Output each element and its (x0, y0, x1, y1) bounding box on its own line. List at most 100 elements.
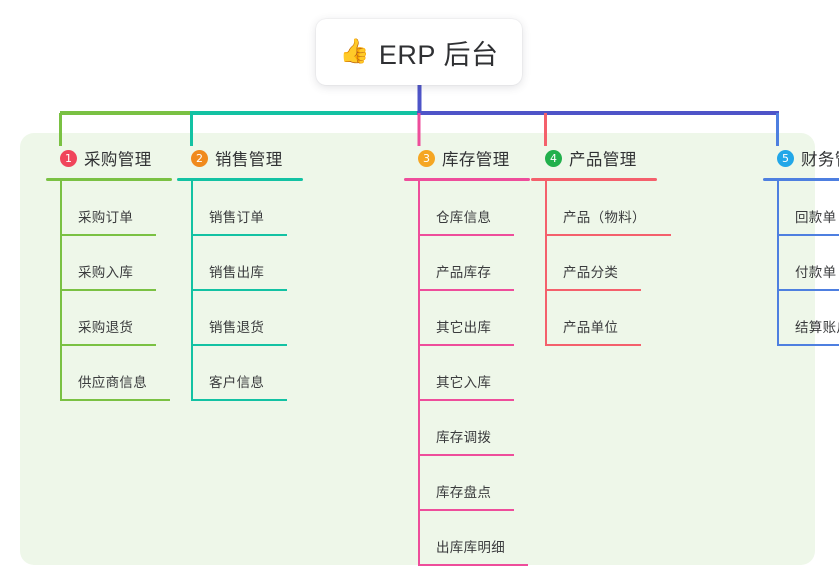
root-node-label: 👍 ERP 后台 (340, 33, 499, 72)
leaf-item[interactable]: 结算账户 (777, 291, 839, 346)
branch-items-1: 采购订单采购入库采购退货供应商信息 (46, 181, 172, 401)
leaf-item[interactable]: 出库库明细 (418, 511, 530, 566)
leaf-item-underline (545, 344, 641, 346)
leaf-item-label: 仓库信息 (436, 210, 492, 225)
leaf-item-underline (777, 234, 839, 236)
leaf-item-underline (191, 344, 287, 346)
leaf-item-label: 采购退货 (78, 320, 134, 335)
branch-trunk-3 (418, 181, 420, 566)
thumbs-up-icon: 👍 (339, 38, 370, 65)
branch-trunk-1 (60, 181, 62, 401)
branch-items-4: 产品（物料） 产品分类产品单位 (531, 181, 671, 346)
root-node[interactable]: 👍 ERP 后台 (316, 19, 522, 85)
leaf-item-label: 出库库明细 (436, 540, 505, 555)
branch-badge-1: 1 (60, 149, 77, 167)
leaf-item-underline (418, 399, 514, 401)
leaf-item[interactable]: 产品（物料） (545, 181, 671, 236)
leaf-item-label: 采购入库 (78, 265, 134, 280)
branch-title-5: 财务管理 (801, 151, 839, 169)
leaf-item-underline (418, 509, 514, 511)
branch-badge-2: 2 (191, 149, 208, 167)
leaf-item[interactable]: 采购退货 (60, 291, 172, 346)
branch-trunk-5 (777, 181, 779, 346)
leaf-item-label: 产品（物料） (563, 210, 646, 225)
leaf-item-underline (545, 289, 641, 291)
leaf-item-underline (60, 289, 156, 291)
leaf-item[interactable]: 采购入库 (60, 236, 172, 291)
leaf-item-underline (777, 289, 839, 291)
leaf-item-label: 销售出库 (209, 265, 265, 280)
branch-header-1[interactable]: 1 采购管理 (46, 146, 172, 170)
branch-column-5: 5 财务管理回款单付款单结算账户 (763, 146, 839, 346)
leaf-item-label: 采购订单 (78, 210, 134, 225)
leaf-item-underline (418, 234, 514, 236)
leaf-item[interactable]: 回款单 (777, 181, 839, 236)
leaf-item[interactable]: 采购订单 (60, 181, 172, 236)
leaf-item[interactable]: 付款单 (777, 236, 839, 291)
branch-column-3: 3 库存管理仓库信息产品库存其它出库其它入库库存调拨库存盘点出库库明细 (404, 146, 530, 566)
leaf-item-underline (191, 289, 287, 291)
leaf-item-underline (60, 344, 156, 346)
branch-items-2: 销售订单销售出库销售退货客户信息 (177, 181, 303, 401)
leaf-item[interactable]: 产品分类 (545, 236, 657, 291)
leaf-item[interactable]: 客户信息 (191, 346, 303, 401)
branch-rule-2 (177, 178, 303, 181)
branch-trunk-2 (191, 181, 193, 401)
leaf-item-label: 库存调拨 (436, 430, 492, 445)
branch-rule-1 (46, 178, 172, 181)
leaf-item[interactable]: 销售退货 (191, 291, 303, 346)
branch-title-4: 产品管理 (569, 151, 637, 169)
branch-trunk-4 (545, 181, 547, 346)
branch-badge-5: 5 (777, 149, 794, 167)
leaf-item[interactable]: 仓库信息 (418, 181, 530, 236)
leaf-item[interactable]: 库存调拨 (418, 401, 530, 456)
leaf-item-underline (191, 234, 287, 236)
leaf-item[interactable]: 库存盘点 (418, 456, 530, 511)
leaf-item[interactable]: 其它入库 (418, 346, 530, 401)
branch-items-5: 回款单付款单结算账户 (763, 181, 839, 346)
leaf-item-underline (60, 234, 156, 236)
branch-badge-4: 4 (545, 149, 562, 167)
branch-column-1: 1 采购管理采购订单采购入库采购退货供应商信息 (46, 146, 172, 401)
leaf-item-underline (60, 399, 170, 401)
leaf-item-label: 结算账户 (795, 320, 839, 335)
leaf-item-label: 其它出库 (436, 320, 492, 335)
leaf-item-label: 产品库存 (436, 265, 492, 280)
leaf-item-underline (545, 234, 671, 236)
branch-rule-3 (404, 178, 530, 181)
branch-rule-5 (763, 178, 839, 181)
leaf-item-underline (191, 399, 287, 401)
branch-title-3: 库存管理 (442, 151, 510, 169)
branch-header-5[interactable]: 5 财务管理 (763, 146, 839, 170)
branch-items-3: 仓库信息产品库存其它出库其它入库库存调拨库存盘点出库库明细 (404, 181, 530, 566)
root-node-text: ERP 后台 (378, 39, 499, 70)
leaf-item-label: 供应商信息 (78, 375, 147, 390)
branch-title-2: 销售管理 (215, 151, 283, 169)
leaf-item-underline (418, 454, 514, 456)
leaf-item-label: 付款单 (795, 265, 837, 280)
leaf-item-label: 产品分类 (563, 265, 619, 280)
leaf-item[interactable]: 产品单位 (545, 291, 657, 346)
branch-column-4: 4 产品管理产品（物料） 产品分类产品单位 (531, 146, 671, 346)
branch-column-2: 2 销售管理销售订单销售出库销售退货客户信息 (177, 146, 303, 401)
leaf-item[interactable]: 产品库存 (418, 236, 530, 291)
branch-header-2[interactable]: 2 销售管理 (177, 146, 303, 170)
branches-panel (20, 133, 815, 565)
branch-title-1: 采购管理 (84, 151, 152, 169)
leaf-item-label: 销售退货 (209, 320, 265, 335)
leaf-item-underline (418, 564, 528, 566)
branch-badge-3: 3 (418, 149, 435, 167)
branch-rule-4 (531, 178, 657, 181)
leaf-item[interactable]: 销售订单 (191, 181, 303, 236)
leaf-item-label: 销售订单 (209, 210, 265, 225)
branch-header-4[interactable]: 4 产品管理 (531, 146, 657, 170)
leaf-item[interactable]: 销售出库 (191, 236, 303, 291)
leaf-item[interactable]: 其它出库 (418, 291, 530, 346)
leaf-item-underline (777, 344, 839, 346)
leaf-item-underline (418, 344, 514, 346)
leaf-item-label: 库存盘点 (436, 485, 492, 500)
leaf-item-label: 产品单位 (563, 320, 619, 335)
branch-header-3[interactable]: 3 库存管理 (404, 146, 530, 170)
leaf-item[interactable]: 供应商信息 (60, 346, 172, 401)
